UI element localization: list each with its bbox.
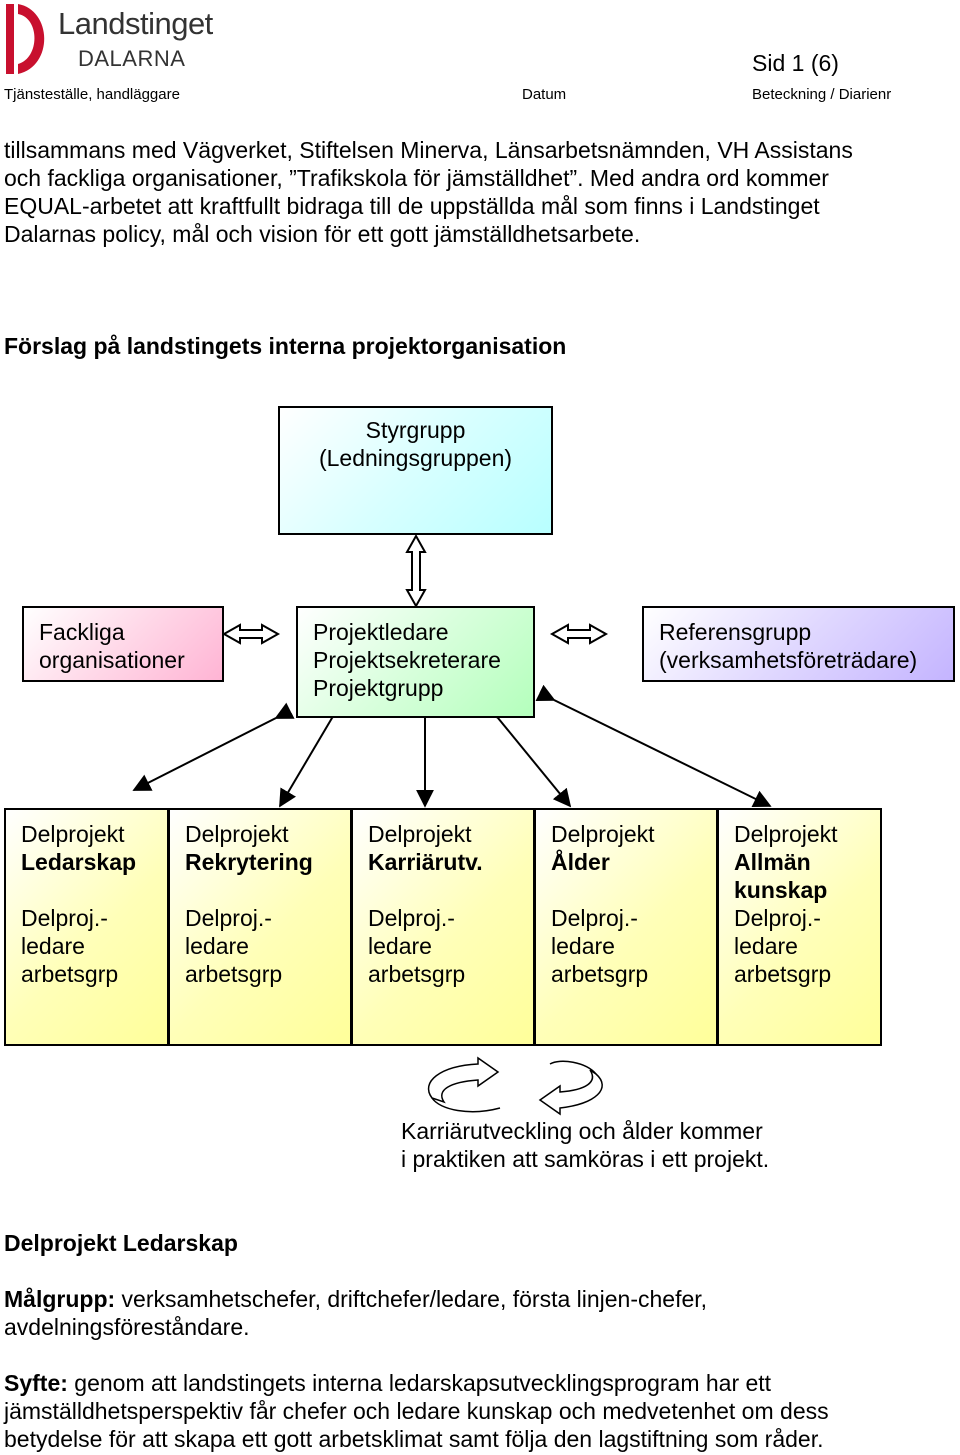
malgrupp-text: avdelningsföreståndare. <box>4 1314 250 1340</box>
section-title: Delprojekt Ledarskap <box>4 1230 238 1256</box>
delprojekt-name: Rekrytering <box>185 849 313 875</box>
merge-note: Karriärutveckling och ålder kommer i pra… <box>401 1117 769 1173</box>
delprojekt-karriarutv: Delprojekt Karriärutv. Delproj.- ledare … <box>351 808 535 1046</box>
delprojekt-name: Allmän <box>734 849 811 875</box>
intro-paragraph: tillsammans med Vägverket, Stiftelsen Mi… <box>4 136 954 248</box>
double-arrow-right-icon <box>549 623 609 645</box>
delprojekt-role: Delproj.- <box>21 905 108 931</box>
delprojekt-ledarskap: Delprojekt Ledarskap Delproj.- ledare ar… <box>4 808 169 1046</box>
malgrupp-paragraph: Målgrupp: verksamhetschefer, driftchefer… <box>4 1285 954 1341</box>
styrgrupp-box: Styrgrupp (Ledningsgruppen) <box>278 406 553 535</box>
syfte-text: jämställdhetsperspektiv får chefer och l… <box>4 1398 829 1424</box>
referensgrupp-box: Referensgrupp (verksamhetsföreträdare) <box>642 606 955 682</box>
delprojekt-allman-kunskap: Delprojekt Allmän kunskap Delproj.- leda… <box>717 808 882 1046</box>
syfte-text: genom att landstingets interna ledarskap… <box>67 1370 772 1396</box>
intro-line: EQUAL-arbetet att kraftfullt bidraga til… <box>4 193 820 219</box>
delprojekt-role: arbetsgrp <box>551 961 649 987</box>
header-field-datum: Datum <box>522 86 567 103</box>
referensgrupp-line: (verksamhetsföreträdare) <box>659 647 918 673</box>
projektledare-box: Projektledare Projektsekreterare Projekt… <box>296 606 535 718</box>
logo-wordmark: Landstinget <box>58 6 213 41</box>
delprojekt-role: ledare <box>734 933 798 959</box>
delprojekt-role: arbetsgrp <box>185 961 283 987</box>
delprojekt-alder: Delprojekt Ålder Delproj.- ledare arbets… <box>534 808 718 1046</box>
merge-cycle-icon <box>427 1056 603 1116</box>
syfte-paragraph: Syfte: genom att landstingets interna le… <box>4 1369 954 1453</box>
syfte-text: betydelse för att skapa ett gott arbetsk… <box>4 1426 824 1452</box>
delprojekt-role: ledare <box>368 933 432 959</box>
delprojekt-role: arbetsgrp <box>368 961 466 987</box>
malgrupp-label: Målgrupp: <box>4 1286 116 1312</box>
logo-region: DALARNA <box>78 46 186 71</box>
connector-ledarskap <box>132 702 295 791</box>
delprojekt-label: Delprojekt <box>368 821 472 847</box>
landstinget-logo-icon <box>6 4 45 74</box>
styrgrupp-title: Styrgrupp <box>365 417 466 443</box>
delprojekt-role: Delproj.- <box>368 905 455 931</box>
referensgrupp-line: Referensgrupp <box>659 619 812 645</box>
syfte-label: Syfte: <box>4 1370 68 1396</box>
delprojekt-role: ledare <box>21 933 85 959</box>
connector-alder <box>480 699 572 808</box>
malgrupp-text: verksamhetschefer, driftchefer/ledare, f… <box>115 1286 708 1312</box>
delprojekt-role: arbetsgrp <box>21 961 119 987</box>
styrgrupp-subtitle: (Ledningsgruppen) <box>318 445 513 471</box>
delprojekt-label: Delprojekt <box>21 821 125 847</box>
intro-line: tillsammans med Vägverket, Stiftelsen Mi… <box>4 137 853 163</box>
header-field-beteckning: Beteckning / Diarienr <box>752 86 892 103</box>
delprojekt-rekrytering: Delprojekt Rekrytering Delproj.- ledare … <box>168 808 352 1046</box>
double-arrow-vertical-icon <box>405 533 427 609</box>
merge-note-line: Karriärutveckling och ålder kommer <box>401 1118 763 1144</box>
delprojekt-role: Delproj.- <box>185 905 272 931</box>
delprojekt-name: kunskap <box>734 877 828 903</box>
projektledare-line: Projektgrupp <box>313 675 444 701</box>
delprojekt-label: Delprojekt <box>185 821 289 847</box>
delprojekt-role: arbetsgrp <box>734 961 832 987</box>
intro-line: Dalarnas policy, mål och vision för ett … <box>4 221 641 247</box>
connector-allman <box>535 684 772 807</box>
delprojekt-label: Delprojekt <box>551 821 655 847</box>
delprojekt-name: Ålder <box>551 849 610 875</box>
org-heading: Förslag på landstingets interna projekto… <box>4 333 567 359</box>
double-arrow-left-icon <box>221 623 281 645</box>
delprojekt-role: ledare <box>185 933 249 959</box>
header-field-handlaggare: Tjänsteställe, handläggare <box>4 86 180 103</box>
intro-line: och fackliga organisationer, ”Trafikskol… <box>4 165 829 191</box>
delprojekt-label: Delprojekt <box>734 821 838 847</box>
delprojekt-name: Ledarskap <box>21 849 137 875</box>
merge-note-line: i praktiken att samköras i ett projekt. <box>401 1146 770 1172</box>
connector-rekrytering <box>279 699 348 808</box>
page-number: Sid 1 (6) <box>752 50 839 76</box>
delprojekt-role: ledare <box>551 933 615 959</box>
delprojekt-name: Karriärutv. <box>368 849 483 875</box>
projektledare-line: Projektledare <box>313 619 449 645</box>
fackliga-line: Fackliga <box>39 619 125 645</box>
delprojekt-role: Delproj.- <box>551 905 638 931</box>
fackliga-box: Fackliga organisationer <box>22 606 224 682</box>
projektledare-line: Projektsekreterare <box>313 647 501 673</box>
delprojekt-role: Delproj.- <box>734 905 821 931</box>
fackliga-line: organisationer <box>39 647 185 673</box>
